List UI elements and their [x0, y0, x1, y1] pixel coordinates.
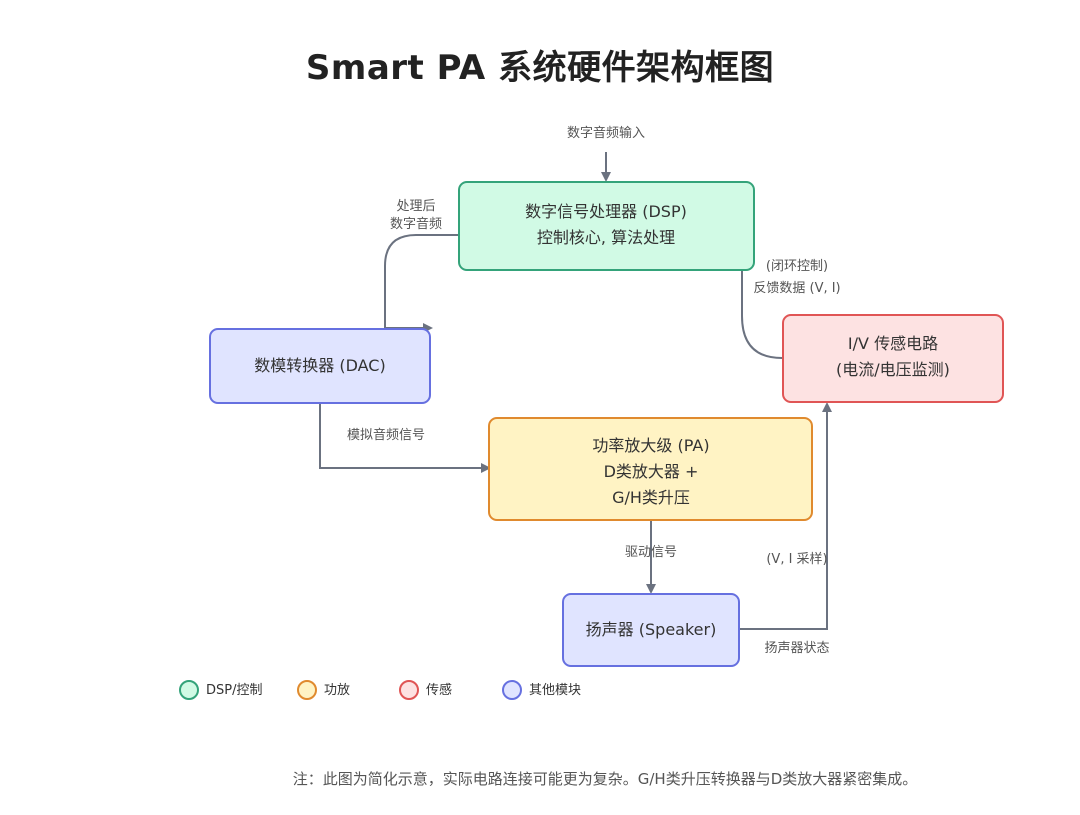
- edge-label-speaker-state: 扬声器状态: [764, 641, 829, 656]
- legend-label-other: 其他模块: [529, 683, 581, 698]
- edge-speaker-to-sense: [740, 402, 832, 630]
- node-speaker-title: 扬声器 (Speaker): [586, 620, 717, 639]
- node-pa: 功率放大级 (PA) D类放大器 + G/H类升压: [488, 417, 813, 521]
- node-dsp-title: 数字信号处理器 (DSP): [525, 202, 687, 221]
- node-sense-subtitle: (电流/电压监测): [836, 360, 950, 379]
- footnote: 注：此图为简化示意，实际电路连接可能更为复杂。G/H类升压转换器与D类放大器紧密…: [292, 770, 918, 788]
- legend-label-pa: 功放: [324, 683, 350, 698]
- edge-dac-to-pa: [319, 404, 491, 473]
- node-sense: I/V 传感电路 (电流/电压监测): [782, 314, 1004, 403]
- legend-item-other: 其他模块: [502, 680, 581, 700]
- edge-dac-to-dsp: [384, 234, 458, 328]
- edge-label-analog-signal: 模拟音频信号: [347, 427, 425, 443]
- legend-item-dsp: DSP/控制: [179, 680, 262, 700]
- node-pa-title: 功率放大级 (PA): [592, 436, 709, 455]
- diagram-title: Smart PA 系统硬件架构框图: [305, 48, 775, 88]
- node-dac-title: 数模转换器 (DAC): [254, 356, 385, 375]
- edge-sense-to-dsp: [714, 221, 783, 359]
- edge-label-drive-signal: 驱动信号: [625, 545, 677, 560]
- node-sense-title: I/V 传感电路: [848, 334, 938, 353]
- node-dsp: 数字信号处理器 (DSP) 控制核心, 算法处理: [458, 181, 755, 271]
- edge-label-processed: 处理后: [396, 199, 435, 214]
- legend-label-sense: 传感: [426, 682, 452, 698]
- legend: DSP/控制 功放 传感 其他模块: [179, 680, 581, 700]
- node-speaker: 扬声器 (Speaker): [562, 593, 740, 667]
- edge-labels: 数字音频输入 处理后 数字音频 模拟音频信号 驱动信号 (V, I 采样) 扬声…: [347, 125, 841, 656]
- edge-label-closed-loop: (闭环控制): [766, 259, 828, 274]
- node-dsp-subtitle: 控制核心, 算法处理: [537, 228, 675, 247]
- node-pa-line2: D类放大器 +: [604, 462, 699, 481]
- edge-label-digital-audio: 数字音频: [390, 216, 442, 232]
- legend-item-sense: 传感: [399, 680, 452, 700]
- edge-label-vi-sample: (V, I 采样): [766, 552, 827, 567]
- edge-label-input: 数字音频输入: [567, 125, 645, 141]
- legend-item-pa: 功放: [297, 680, 350, 700]
- legend-label-dsp: DSP/控制: [206, 683, 262, 698]
- node-pa-line3: G/H类升压: [612, 488, 690, 507]
- node-dac: 数模转换器 (DAC): [209, 328, 431, 404]
- edge-label-feedback-data: 反馈数据 (V, I): [753, 281, 840, 296]
